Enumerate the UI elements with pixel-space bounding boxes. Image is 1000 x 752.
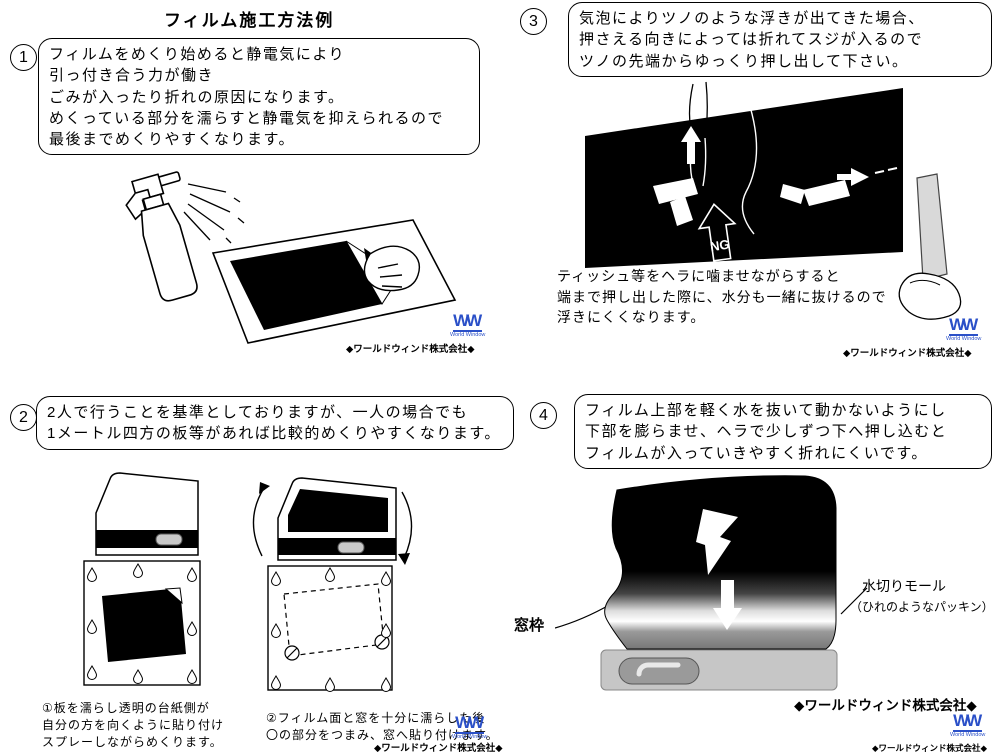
step-4-illustration <box>555 475 868 691</box>
world-window-logo: WW World Window <box>450 312 485 339</box>
text-line: ツノの先端からゆっくり押し出して下さい。 <box>579 52 909 70</box>
text-line: 最後までめくりやすくなります。 <box>49 131 296 149</box>
squeegee-silhouette-icon <box>696 509 738 575</box>
text-line: 2人で行うことを基準としておりますが、一人の場合でも <box>47 404 469 421</box>
company-credit: ◆ワールドウィンド株式会社◆ <box>843 348 972 359</box>
logo-mark: WW <box>455 714 484 734</box>
text-line: 下部を膨らませ、ヘラで少しずつ下へ押し込むと <box>585 423 948 441</box>
door-sill <box>600 649 838 691</box>
molding-pointer-line <box>840 587 868 615</box>
world-window-logo: WW World Window <box>946 316 981 343</box>
step-1-illustration <box>125 171 457 344</box>
molding-sublabel: （ひれのようなパッキン） <box>850 600 994 614</box>
car-window-right <box>277 477 397 561</box>
window-frame-pointer-line <box>555 603 612 629</box>
text-line: 押さえる向きによっては折れてスジが入るので <box>579 31 924 49</box>
spatula-with-tissue-icon <box>898 173 962 320</box>
text-line: ①板を濡らし透明の台紙側が <box>42 701 210 715</box>
text-line: 1メートル四方の板等があれば比較的めくりやすくなります。 <box>47 425 501 443</box>
window-frame-label: 窓枠 <box>514 617 545 634</box>
logo-caption: World Window <box>950 732 986 738</box>
page-title: フィルム施工方法例 <box>164 11 335 30</box>
tinted-window <box>604 475 837 650</box>
step-4-number: 4 <box>530 402 557 429</box>
squeegee-right-icon <box>780 167 898 206</box>
text-line: 端まで押し出した際に、水分も一緒に抜けるので <box>557 288 887 305</box>
company-credit: ◆ワールドウィンド株式会社◆ <box>346 344 475 355</box>
logo-mark: WW <box>949 316 978 336</box>
world-window-logo: WW World Window <box>950 712 985 739</box>
squeegee-up-icon <box>653 126 701 226</box>
text-line: 自分の方を向くように貼り付け <box>42 718 225 733</box>
step-1-number: 1 <box>10 44 37 71</box>
flip-arrows <box>252 482 413 565</box>
text-line: 気泡によりツノのような浮きが出てきた場合、 <box>579 10 925 27</box>
logo-caption: World Window <box>946 336 982 342</box>
tinted-window <box>585 88 903 268</box>
ng-label: NG <box>709 237 730 255</box>
logo-mark: WW <box>953 712 982 732</box>
text-line: 浮きにくくなります。 <box>557 309 706 326</box>
logo-caption: World Window <box>452 734 488 740</box>
board-right <box>267 565 393 692</box>
step-2-caption-left: ①板を濡らし透明の台紙側が 自分の方を向くように貼り付け スプレーしながらめくり… <box>42 700 224 751</box>
text-line: ごみが入ったり折れの原因になります。 <box>49 88 345 106</box>
text-line: フィルム上部を軽く水を抜いて動かないようにし <box>585 402 947 419</box>
logo-mark: WW <box>453 312 482 332</box>
world-window-logo: WW World Window <box>452 714 487 741</box>
ng-arrow-icon: NG <box>697 203 737 262</box>
text-line: フィルムが入っていきやすく折れにくいです。 <box>585 444 928 462</box>
hand-icon <box>363 245 421 292</box>
step-3-illustration: NG <box>585 81 962 320</box>
text-line: めくっている部分を濡らすと静電気を抑えられるので <box>49 109 444 127</box>
car-window-left <box>95 472 199 556</box>
logo-caption: World Window <box>450 332 486 338</box>
step-3-caption: ティッシュ等をヘラに噛ませながらすると 端まで押し出した際に、水分も一緒に抜ける… <box>557 266 887 328</box>
board-left <box>83 560 201 686</box>
text-line: 引っ付き合う力が働き <box>49 67 215 85</box>
step-2-illustration <box>83 472 413 692</box>
step-2-caption-right: ②フィルム面と窓を十分に濡らした後 〇の部分をつまみ、窓へ貼り付けます。 <box>266 710 499 744</box>
company-credit-large: ◆ワールドウィンド株式会社◆ <box>794 698 977 713</box>
company-credit: ◆ワールドウィンド株式会社◆ <box>374 743 503 752</box>
text-line: 〇の部分をつまみ、窓へ貼り付けます。 <box>266 728 499 743</box>
molding-label: 水切りモール <box>862 578 946 594</box>
step-3-number: 3 <box>520 8 547 35</box>
step-2-number: 2 <box>10 404 37 431</box>
down-arrow-icon <box>713 580 742 630</box>
film-sheet <box>211 219 457 344</box>
step-2-instructions: 2人で行うことを基準としておりますが、一人の場合でも 1メートル四方の板等があれ… <box>36 396 514 450</box>
text-line: フィルムをめくり始めると静電気により <box>49 46 346 63</box>
text-line: スプレーしながらめくります。 <box>42 735 223 750</box>
spray-mist <box>183 183 245 244</box>
company-credit: ◆ワールドウィンド株式会社◆ <box>872 743 988 752</box>
step-3-instructions: 気泡によりツノのような浮きが出てきた場合、 押さえる向きによっては折れてスジが入… <box>568 2 992 77</box>
spray-bottle-icon <box>125 171 198 302</box>
step-4-instructions: フィルム上部を軽く水を抜いて動かないようにし 下部を膨らませ、ヘラで少しずつ下へ… <box>574 394 992 469</box>
text-line: ティッシュ等をヘラに噛ませながらすると <box>557 268 841 284</box>
text-line: ②フィルム面と窓を十分に濡らした後 <box>266 711 486 725</box>
step-1-instructions: フィルムをめくり始めると静電気により 引っ付き合う力が働き ごみが入ったり折れの… <box>38 38 480 156</box>
